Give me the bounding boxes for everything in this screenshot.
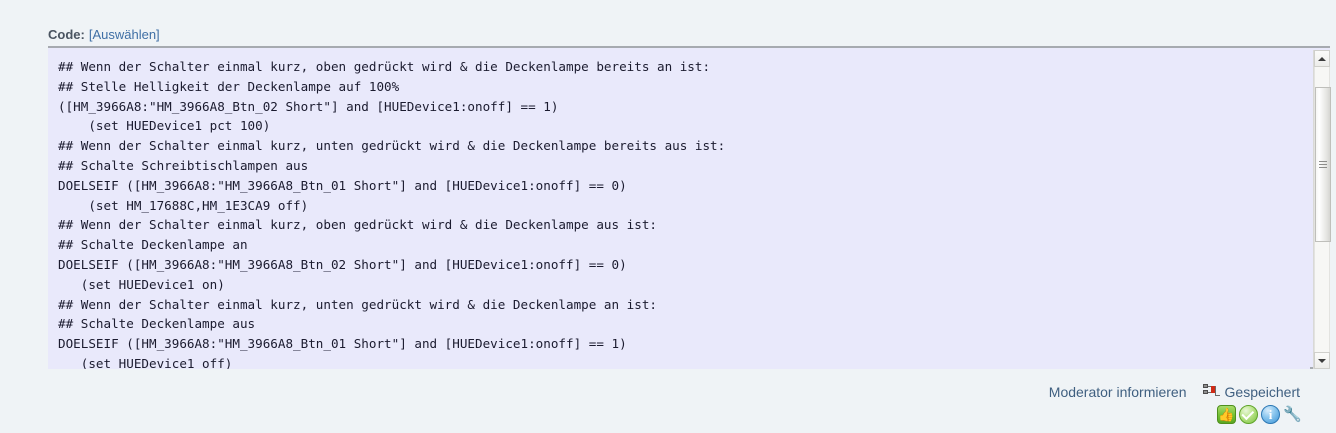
saved-status: Gespeichert [1202, 383, 1300, 400]
footer-links-row: Moderator informieren Gespeichert [1049, 383, 1300, 400]
tree-branch-icon [1202, 383, 1220, 400]
code-viewport[interactable]: ## Wenn der Schalter einmal kurz, oben g… [48, 50, 1310, 369]
code-box-container: ## Wenn der Schalter einmal kurz, oben g… [48, 46, 1331, 369]
info-letter: i [1261, 405, 1280, 424]
post-footer: Moderator informieren Gespeichert 👍 [0, 371, 1336, 433]
code-label: Code: [48, 27, 85, 42]
saved-label: Gespeichert [1224, 383, 1300, 400]
post-action-icons: 👍 i 🔧 [1217, 405, 1302, 424]
scrollbar-thumb[interactable] [1315, 87, 1331, 242]
wrench-icon[interactable]: 🔧 [1283, 406, 1302, 423]
chevron-up-icon [1318, 56, 1326, 61]
scrollbar-track[interactable] [1314, 67, 1331, 352]
select-all-code-link[interactable]: [Auswählen] [88, 27, 160, 42]
code-header: Code:[Auswählen] [48, 26, 160, 43]
scrollbar-down-button[interactable] [1314, 352, 1330, 369]
info-circle-icon[interactable]: i [1261, 405, 1280, 424]
code-scrollbar[interactable] [1313, 50, 1331, 369]
scrollbar-up-button[interactable] [1314, 50, 1330, 67]
report-to-moderator-link[interactable]: Moderator informieren [1048, 383, 1187, 400]
thumbs-up-icon[interactable]: 👍 [1217, 405, 1236, 424]
grip-icon [1319, 161, 1327, 168]
code-content: ## Wenn der Schalter einmal kurz, oben g… [58, 59, 726, 369]
chevron-down-icon [1318, 358, 1326, 363]
check-circle-icon[interactable] [1239, 405, 1258, 424]
